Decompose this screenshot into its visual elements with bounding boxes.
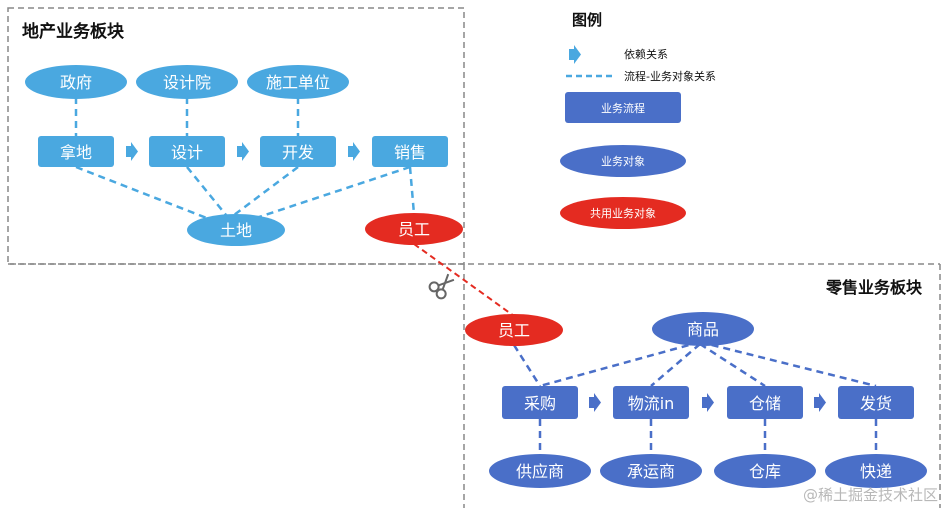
legend-object-swatch: 业务对象 (560, 145, 686, 177)
legend-process-label: 业务流程 (601, 101, 645, 115)
relation-line (186, 166, 227, 216)
legend-flow-object-label: 流程-业务对象关系 (624, 69, 716, 83)
process-label: 仓储 (749, 394, 781, 413)
retail-objects: 供应商 承运商 仓库 快递 (489, 454, 927, 488)
chevron-arrow-icon (589, 393, 601, 412)
process-node-storage: 仓储 (727, 386, 803, 419)
object-label: 员工 (498, 321, 530, 340)
object-node-express: 快递 (825, 454, 927, 488)
shared-object-employee-retail: 员工 (465, 314, 563, 346)
object-label: 供应商 (516, 462, 564, 481)
object-node-product: 商品 (652, 312, 754, 346)
chevron-arrow-icon (237, 142, 249, 161)
process-node-acquire-land: 拿地 (38, 136, 114, 167)
object-label: 承运商 (627, 462, 675, 481)
object-label: 施工单位 (266, 73, 330, 92)
retail-arrows (589, 393, 826, 412)
relation-line (699, 340, 877, 388)
real-estate-section-border (7, 7, 465, 265)
legend-shared-object-swatch: 共用业务对象 (560, 197, 686, 229)
object-label: 政府 (60, 73, 92, 92)
real-estate-objects: 政府 设计院 施工单位 (25, 65, 349, 99)
process-node-shipping: 发货 (838, 386, 914, 419)
process-node-sales: 销售 (372, 136, 448, 167)
process-label: 物流in (628, 394, 675, 413)
shared-employee-link (413, 243, 515, 317)
legend-dependency-label: 依赖关系 (624, 47, 668, 61)
process-node-develop: 开发 (260, 136, 336, 167)
relation-line (539, 340, 701, 388)
object-node-warehouse: 仓库 (714, 454, 816, 488)
relation-line (75, 165, 223, 226)
object-label: 仓库 (749, 462, 781, 481)
legend: 图例 依赖关系 流程-业务对象关系 业务流程 业务对象 共用业务对象 (560, 11, 716, 229)
object-node-government: 政府 (25, 65, 127, 99)
real-estate-relations (74, 97, 416, 226)
process-label: 销售 (394, 143, 426, 162)
process-label: 开发 (282, 143, 314, 162)
real-estate-section-title: 地产业务板块 (22, 21, 125, 42)
legend-process-swatch: 业务流程 (565, 92, 681, 123)
object-label: 土地 (220, 221, 252, 240)
process-label: 设计 (171, 143, 203, 162)
legend-title: 图例 (572, 11, 602, 29)
watermark-text: @稀土掘金技术社区 (803, 486, 938, 504)
process-label: 发货 (860, 394, 892, 413)
object-label: 商品 (687, 320, 719, 339)
object-node-construction-unit: 施工单位 (247, 65, 349, 99)
object-node-carrier: 承运商 (600, 454, 702, 488)
real-estate-arrows (126, 142, 360, 161)
scissors-icon (428, 273, 455, 300)
legend-shared-object-label: 共用业务对象 (590, 206, 656, 220)
process-label: 采购 (524, 394, 556, 413)
process-label: 拿地 (60, 143, 92, 162)
relation-line (233, 166, 299, 216)
process-node-purchase: 采购 (502, 386, 578, 419)
chevron-arrow-icon (126, 142, 138, 161)
object-node-land: 土地 (187, 214, 285, 246)
chevron-arrow-icon (702, 393, 714, 412)
object-node-design-institute: 设计院 (136, 65, 238, 99)
process-node-design: 设计 (149, 136, 225, 167)
real-estate-processes: 拿地 设计 开发 销售 (38, 136, 448, 167)
legend-object-label: 业务对象 (601, 154, 645, 168)
relation-line (408, 166, 416, 215)
section-borders (7, 7, 941, 508)
relation-line (243, 165, 411, 224)
retail-section-title: 零售业务板块 (825, 278, 923, 297)
chevron-arrow-icon (569, 45, 581, 64)
object-label: 快递 (860, 462, 892, 481)
relation-line (699, 342, 766, 388)
object-label: 设计院 (163, 73, 211, 92)
retail-processes: 采购 物流in 仓储 发货 (502, 386, 914, 419)
object-node-supplier: 供应商 (489, 454, 591, 488)
retail-relations (512, 340, 878, 456)
chevron-arrow-icon (814, 393, 826, 412)
object-label: 员工 (398, 220, 430, 239)
chevron-arrow-icon (348, 142, 360, 161)
relation-line (650, 343, 701, 387)
relation-line (512, 344, 542, 387)
shared-object-employee-real-estate: 员工 (365, 213, 463, 245)
process-node-logistics-in: 物流in (613, 386, 689, 419)
